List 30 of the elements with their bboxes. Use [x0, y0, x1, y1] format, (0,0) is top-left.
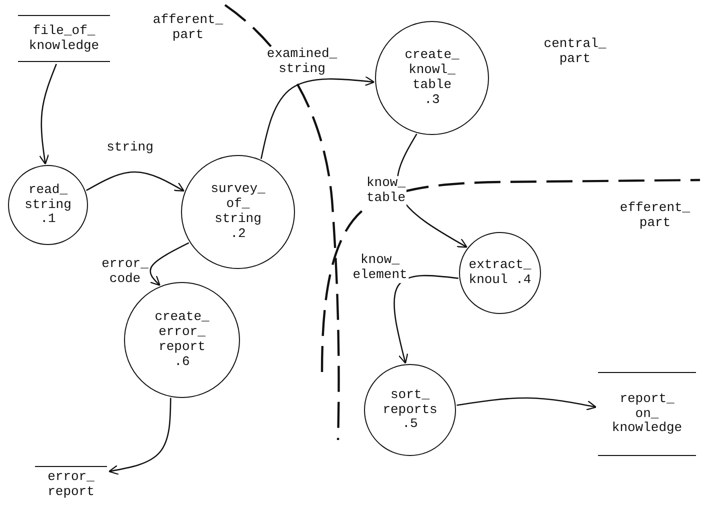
node-label: survey_ of_ string .2: [210, 182, 266, 242]
node-label: error_ report: [48, 470, 94, 500]
process-circle: [364, 364, 456, 456]
arrow: [86, 171, 185, 192]
arrow: [39, 64, 57, 165]
node-label: sort_ reports .5: [382, 388, 438, 432]
edge-label: examined_ string: [266, 47, 338, 77]
region-label: afferent_ part: [152, 13, 224, 43]
arrow: [150, 242, 190, 286]
node-label: create_ knowl_ table .3: [404, 48, 460, 108]
node-label: file_of_ knowledge: [28, 24, 100, 54]
data-store: [18, 15, 110, 62]
edge-label: know_ table: [366, 176, 406, 206]
node-label: extract_ knoul .4: [468, 258, 532, 288]
process-circle: [181, 155, 295, 269]
data-store: [598, 372, 696, 456]
process-circle: [375, 21, 489, 135]
arrow: [108, 398, 172, 475]
arrow: [260, 76, 375, 159]
arrow: [456, 397, 597, 410]
region-label: central_ part: [544, 37, 606, 67]
edge-label: string: [106, 140, 154, 156]
node-label: report_ on_ knowledge: [612, 392, 682, 436]
arrow: [394, 274, 458, 364]
edge-label: know_ element: [352, 253, 408, 283]
process-circle: [8, 165, 88, 245]
process-circle: [459, 232, 541, 314]
node-label: read_ string .1: [24, 182, 72, 228]
region-label: efferent_ part: [620, 201, 690, 231]
node-label: create_ error_ report .6: [154, 310, 210, 370]
